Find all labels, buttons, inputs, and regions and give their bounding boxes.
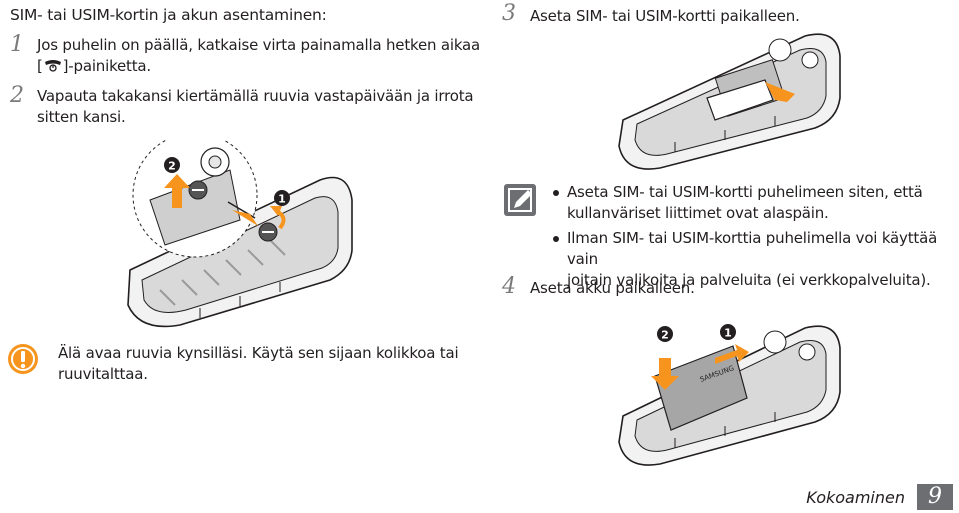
section-heading: SIM- tai USIM-kortin ja akun asentaminen… — [10, 6, 327, 24]
note-bullet-2-line1: Ilman SIM- tai USIM-korttia puhelimella … — [567, 229, 938, 268]
callout-one-battery: 1 — [724, 327, 732, 340]
step-number-4: 4 — [502, 274, 516, 299]
step-1-text-line2: [ ]-painiketta. — [37, 56, 151, 77]
power-key-icon — [43, 57, 63, 72]
note-bullet-1: Aseta SIM- tai USIM-kortti puhelimeen si… — [553, 182, 923, 224]
step-2-text-line1: Vapauta takakansi kiertämällä ruuvia vas… — [37, 87, 474, 105]
step-1-suffix: ]-painiketta. — [62, 57, 152, 75]
warning-text-line2: ruuvitalttaa. — [58, 365, 148, 383]
sim-insertion-illustration — [618, 33, 841, 170]
note-bullet-1-line1: Aseta SIM- tai USIM-kortti puhelimeen si… — [567, 183, 923, 201]
note-bullet-2-line2: joitain valikoita ja palveluita (ei verk… — [567, 271, 931, 289]
bracket-open: [ — [37, 57, 43, 75]
callout-two: 2 — [168, 160, 176, 173]
callout-one: 1 — [278, 193, 286, 206]
step-number-1: 1 — [10, 32, 24, 57]
warning-text-line1: Älä avaa ruuvia kynsilläsi. Käytä sen si… — [58, 344, 459, 362]
step-1-text-line1: Jos puhelin on päällä, katkaise virta pa… — [37, 36, 481, 54]
note-icon — [504, 184, 536, 216]
step-number-3: 3 — [502, 1, 516, 26]
bullet-dot — [553, 190, 559, 196]
footer-section-label: Kokoaminen — [806, 488, 905, 507]
battery-insertion-illustration: SAMSUNG 2 1 — [618, 324, 841, 466]
page-number: 9 — [917, 484, 953, 510]
step-3-text: Aseta SIM- tai USIM-kortti paikalleen. — [530, 7, 800, 25]
note-bullet-1-line2: kullanväriset liittimet ovat alaspäin. — [567, 204, 829, 222]
warning-icon — [8, 344, 38, 374]
callout-two-battery: 2 — [661, 329, 669, 342]
step-number-2: 2 — [10, 83, 24, 108]
bullet-dot — [553, 236, 559, 242]
note-bullet-2: Ilman SIM- tai USIM-korttia puhelimella … — [553, 228, 959, 291]
step-4-text: Aseta akku paikalleen. — [530, 279, 695, 297]
step-2-text-line2: sitten kansi. — [37, 108, 126, 126]
cover-removal-illustration: 2 1 — [127, 140, 353, 328]
